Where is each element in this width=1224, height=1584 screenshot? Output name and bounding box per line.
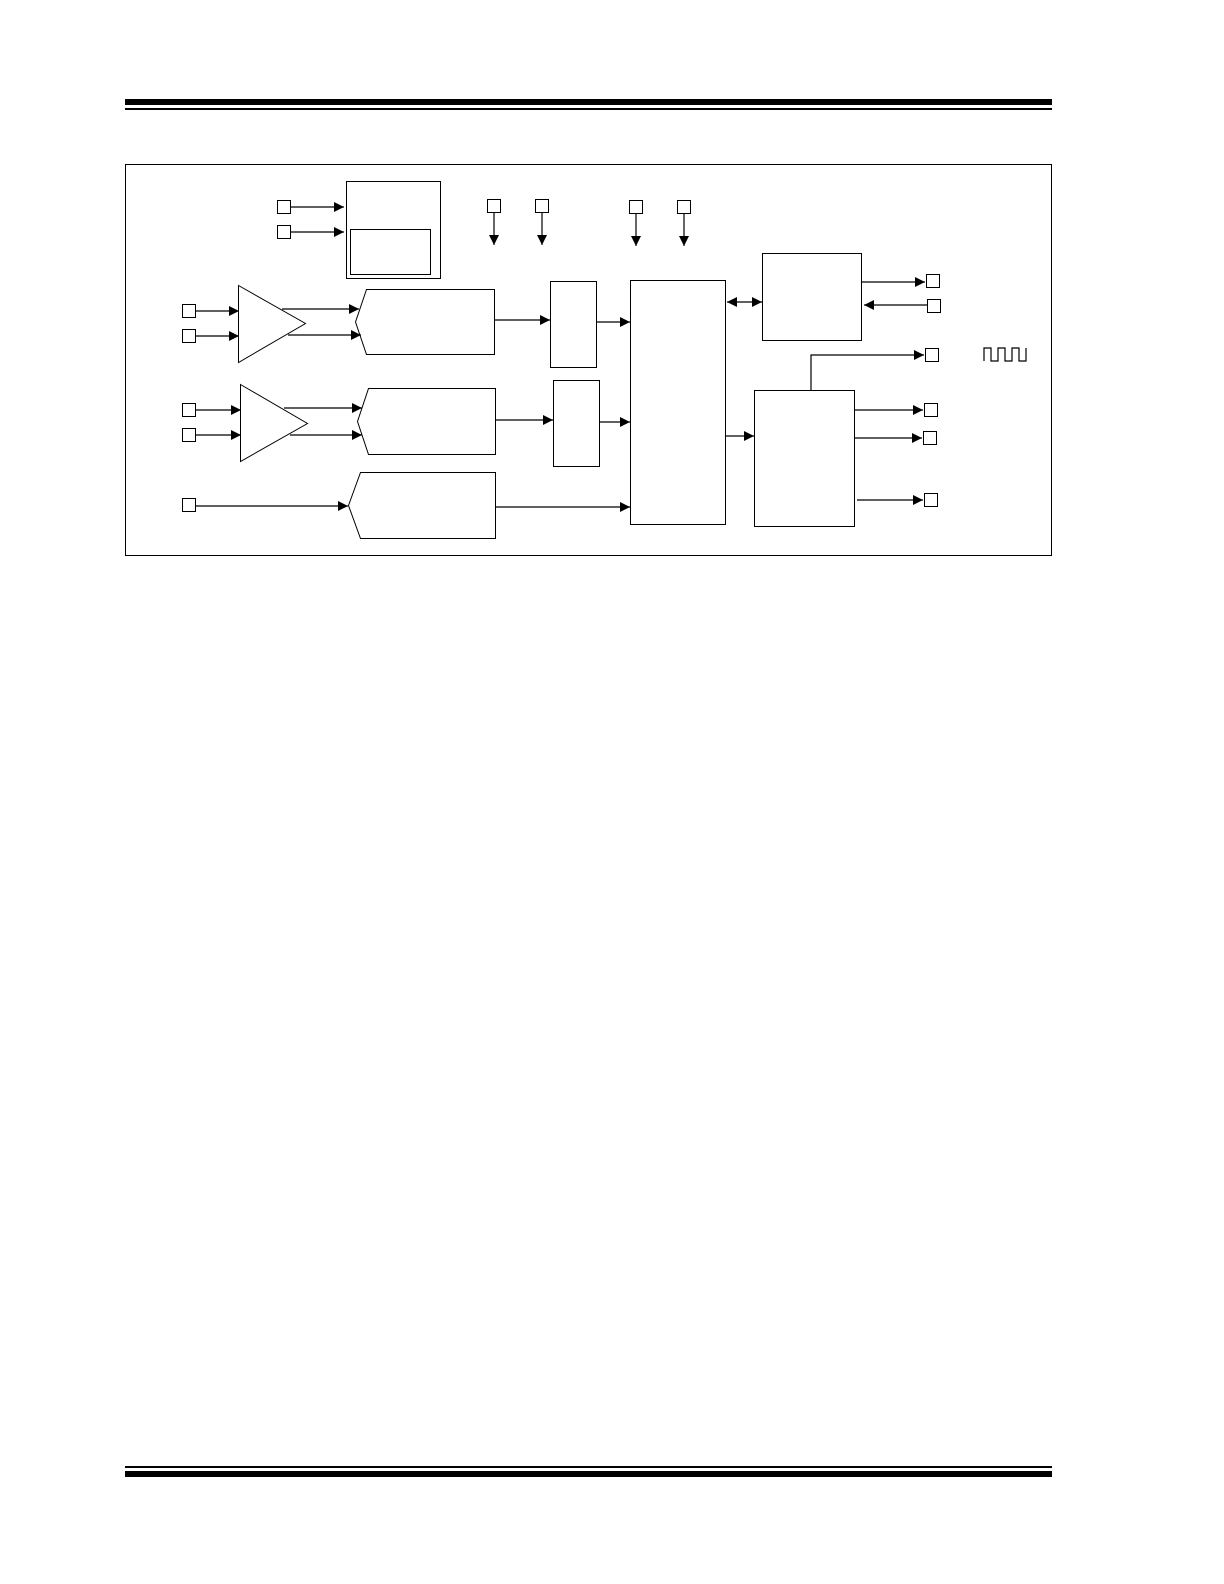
pin-ref-2 <box>277 225 291 239</box>
pin-serial-out <box>926 274 940 288</box>
pin-out-3 <box>924 493 938 507</box>
pin-ref-1 <box>277 200 291 214</box>
footer-thin-rule <box>125 1466 1052 1468</box>
pin-pulse-out <box>925 348 939 362</box>
pin-serial-in <box>927 299 941 313</box>
filter-block-2 <box>553 380 600 467</box>
wire <box>810 350 924 390</box>
adc-3 <box>347 472 496 539</box>
serial-interface-block <box>762 253 862 341</box>
digital-core <box>630 280 726 525</box>
pin-ch1-b <box>182 329 196 343</box>
pulse-train-icon <box>983 347 1027 362</box>
pin-ch3 <box>182 498 196 512</box>
pin-supply-3 <box>629 200 643 214</box>
pin-ch1-a <box>182 304 196 318</box>
pin-supply-2 <box>535 199 549 213</box>
adc-2 <box>356 388 496 455</box>
header-thin-rule <box>125 108 1052 110</box>
pin-supply-4 <box>677 200 691 214</box>
adc-1 <box>354 289 495 355</box>
amplifier-1 <box>238 284 307 364</box>
reference-inner-block <box>350 229 431 275</box>
pin-supply-1 <box>487 199 501 213</box>
pin-out-1 <box>924 403 938 417</box>
pin-out-2 <box>923 431 937 445</box>
output-logic-block <box>754 390 855 527</box>
footer-thick-rule <box>125 1471 1052 1477</box>
pin-ch2-b <box>182 428 196 442</box>
filter-block-1 <box>550 281 597 368</box>
header-thick-rule <box>125 99 1052 105</box>
amplifier-2 <box>240 383 309 463</box>
pin-ch2-a <box>182 403 196 417</box>
